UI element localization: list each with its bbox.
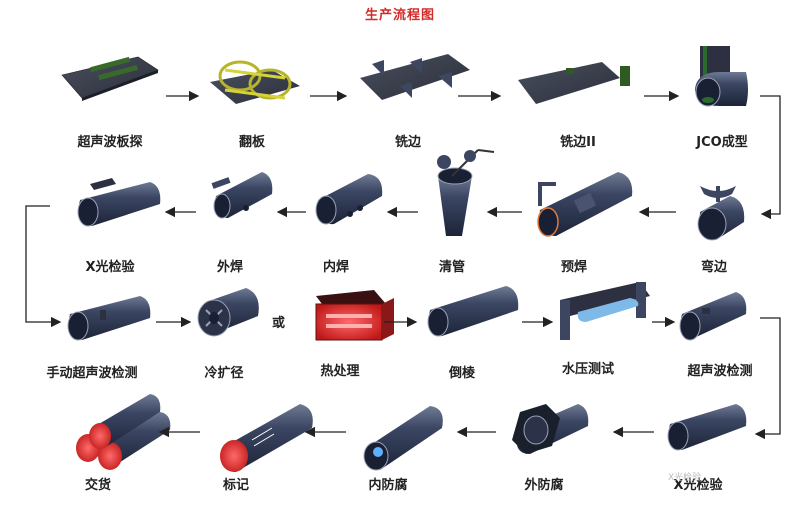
watermark-text: X光检验: [668, 473, 702, 483]
step-label-ultrasonic: 超声波检测: [687, 364, 753, 379]
marking-image: [220, 404, 313, 472]
manual-ultrasonic-image: [67, 296, 151, 341]
hydrostatic-test-image: [560, 282, 650, 340]
step-label-manual-ultrasonic: 手动超声波检测: [46, 366, 138, 381]
step-label-plate-ultrasonic: 超声波板探: [77, 135, 143, 150]
step-label-xray-2: X光检验: [673, 478, 723, 493]
heat-treatment-image: [315, 290, 394, 341]
outer-coating-image: [512, 404, 589, 454]
step-label-inner-welding: 内焊: [322, 260, 350, 275]
flow-connector: [760, 95, 781, 220]
flow-connector: [25, 205, 62, 328]
xray-1-image: [77, 178, 161, 227]
step-label-pre-welding: 预焊: [560, 260, 588, 275]
pre-welding-image: [537, 172, 633, 237]
step-label-crimping: 弯边: [700, 260, 728, 275]
pipe-cleaning-image: [437, 149, 495, 236]
step-label-milling-2: 铣边II: [560, 135, 596, 150]
step-label-inner-coating: 内防腐: [368, 478, 408, 493]
step-label-marking: 标记: [222, 478, 250, 493]
inner-welding-image: [315, 174, 383, 225]
step-label-jco: JCO成型: [696, 135, 748, 150]
edge-milling-2-image: [518, 62, 630, 104]
step-label-heat-treatment: 热处理: [320, 364, 360, 379]
plate-ultrasonic-image: [61, 56, 159, 101]
inner-coating-image: [363, 406, 443, 471]
xray-2-image: [667, 404, 747, 451]
step-label-delivery: 交货: [84, 478, 112, 493]
ultrasonic-test-image: [679, 292, 747, 341]
step-label-outer-coating: 外防腐: [524, 478, 564, 493]
outer-welding-image: [211, 172, 273, 219]
step-label-cold-expansion: 冷扩径: [204, 366, 244, 381]
step-label-hydrostatic: 水压测试: [561, 362, 615, 377]
step-label-milling: 铣边: [394, 135, 422, 150]
step-label-flip: 翻板: [238, 135, 266, 150]
step-label-outer-welding: 外焊: [216, 260, 244, 275]
or-text: 或: [272, 316, 286, 331]
page-title: 生产流程图: [364, 8, 435, 23]
step-label-xray-1: X光检验: [85, 260, 135, 275]
flow-connector: [754, 317, 781, 440]
edge-milling-image: [360, 54, 470, 100]
beveling-image: [427, 286, 519, 337]
cold-expansion-image: [197, 288, 259, 337]
jco-forming-image: [695, 46, 748, 107]
step-label-cleaning: 清管: [438, 260, 466, 275]
plate-flip-image: [210, 60, 300, 104]
crimping-image: [697, 186, 745, 241]
delivery-image: [76, 394, 171, 470]
step-label-beveling: 倒棱: [448, 366, 476, 381]
